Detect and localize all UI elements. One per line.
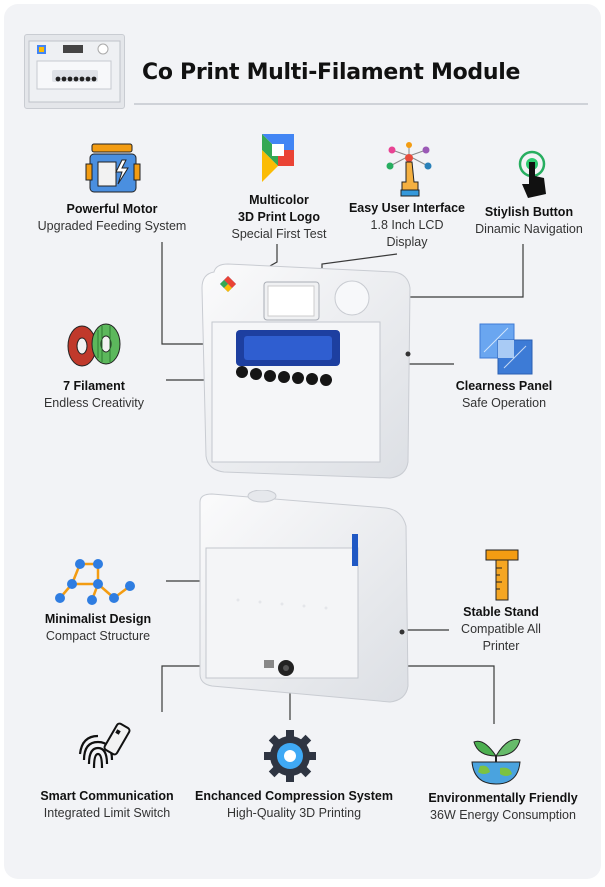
- feature-title: Enchanced Compression System: [195, 789, 393, 803]
- touch-interface-icon: [386, 142, 432, 197]
- feature-seven-filament: 7 Filament Endless Creativity: [24, 378, 164, 412]
- network-nodes-icon: [55, 559, 135, 605]
- feature-title: Stiylish Button: [484, 205, 574, 219]
- gear-icon: [264, 730, 316, 782]
- feature-subtitle: Compatible All: [461, 622, 541, 636]
- module-thumbnail: [24, 34, 125, 109]
- feature-clearness-panel: Clearness Panel Safe Operation: [434, 378, 574, 412]
- feature-title: Powerful Motor: [66, 202, 158, 216]
- feature-subtitle: Compact Structure: [45, 629, 151, 643]
- feature-easy-user-interface: Easy User Interface 1.8 Inch LCD Display: [332, 200, 482, 251]
- page-title: Co Print Multi-Filament Module: [142, 60, 521, 85]
- engine-icon: [85, 143, 141, 193]
- feature-minimalist-design: Minimalist Design Compact Structure: [28, 611, 168, 645]
- multicolor-logo-icon: [262, 134, 294, 182]
- feature-subtitle: Safe Operation: [461, 396, 547, 410]
- feature-subtitle: 36W Energy Consumption: [430, 808, 576, 822]
- ruler-stand-icon: [485, 549, 519, 601]
- feature-subtitle: High-Quality 3D Printing: [226, 806, 362, 820]
- feature-title-2: 3D Print Logo: [238, 210, 320, 224]
- feature-multicolor-logo: Multicolor 3D Print Logo Special First T…: [204, 192, 354, 243]
- feature-compression-system: Enchanced Compression System High-Qualit…: [184, 788, 404, 822]
- feature-powerful-motor: Powerful Motor Upgraded Feeding System: [32, 201, 192, 235]
- clear-panel-icon: [479, 323, 533, 375]
- feature-subtitle: Dinamic Navigation: [475, 222, 583, 236]
- feature-title: Clearness Panel: [455, 379, 553, 393]
- eco-earth-icon: [471, 738, 521, 785]
- feature-title: Stable Stand: [463, 605, 539, 619]
- feature-subtitle: Integrated Limit Switch: [43, 806, 171, 820]
- feature-subtitle: Endless Creativity: [43, 396, 145, 410]
- feature-subtitle: Upgraded Feeding System: [37, 219, 187, 233]
- feature-title: Multicolor: [249, 193, 309, 207]
- feature-subtitle-2: Printer: [482, 639, 520, 653]
- title-divider: [134, 103, 588, 105]
- feature-smart-communication: Smart Communication Integrated Limit Swi…: [22, 788, 192, 822]
- filament-spool-icon: [67, 323, 121, 367]
- feature-title: Smart Communication: [40, 789, 174, 803]
- tap-button-icon: [518, 150, 546, 198]
- infographic: Co Print Multi-Filament Module: [4, 4, 601, 879]
- fingerprint-switch-icon: [78, 722, 131, 769]
- feature-subtitle: 1.8 Inch LCD: [370, 218, 444, 232]
- module-front-view: [201, 263, 411, 479]
- feature-stable-stand: Stable Stand Compatible All Printer: [436, 604, 566, 655]
- feature-title: 7 Filament: [63, 379, 125, 393]
- feature-title: Environmentally Friendly: [428, 791, 578, 805]
- feature-subtitle-2: Display: [386, 235, 428, 249]
- feature-subtitle: Special First Test: [231, 227, 327, 241]
- feature-stylish-button: Stiylish Button Dinamic Navigation: [464, 204, 594, 238]
- feature-environmentally-friendly: Environmentally Friendly 36W Energy Cons…: [414, 790, 592, 824]
- module-rear-view: [199, 490, 409, 703]
- feature-title: Easy User Interface: [348, 201, 466, 215]
- feature-title: Minimalist Design: [44, 612, 152, 626]
